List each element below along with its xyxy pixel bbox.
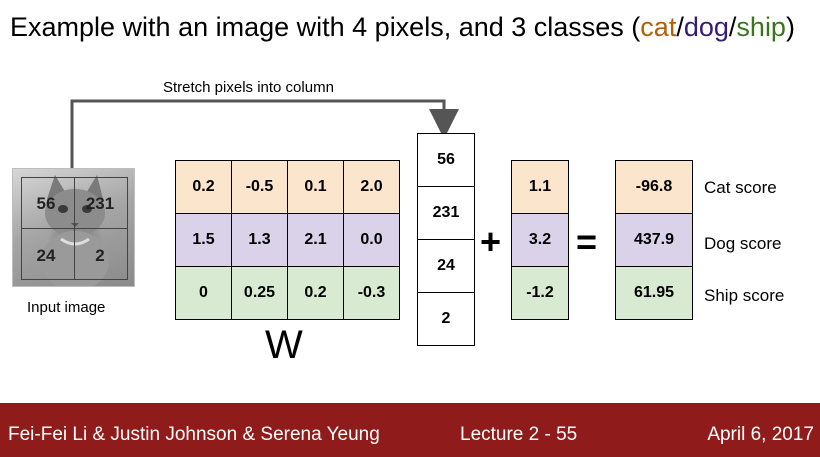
title-prefix: Example with an image with 4 pixels, and… [10, 12, 641, 42]
pixel-grid-horizontal [21, 228, 128, 229]
pixel-value: 2 [95, 246, 105, 265]
cat-score-label: Cat score [704, 178, 777, 197]
slide-footer: Fei-Fei Li & Justin Johnson & Serena Yeu… [0, 403, 820, 457]
pixel-column-cell: 2 [417, 292, 475, 346]
pixel-column-cell: 56 [417, 133, 475, 187]
weight-row-ship: 0 0.25 0.2 -0.3 [175, 266, 400, 320]
score-cell-cat: -96.8 [615, 160, 693, 214]
weight-cell: 0.25 [231, 266, 288, 320]
title-sep-2: / [728, 12, 737, 42]
bias-vector: 1.1 3.2 -1.2 [511, 160, 569, 320]
input-image-label: Input image [27, 299, 106, 316]
ship-score-label: Ship score [704, 286, 785, 305]
plus-sign: + [480, 221, 502, 262]
score-cell-dog: 437.9 [615, 213, 693, 267]
stretch-arrow-path [70, 99, 459, 168]
footer-authors: Fei-Fei Li & Justin Johnson & Serena Yeu… [8, 424, 380, 445]
cat-photo [41, 175, 109, 286]
score-vector: -96.8 437.9 61.95 [615, 160, 693, 320]
bias-cell-ship: -1.2 [511, 266, 569, 320]
pixel-value: 24 [36, 246, 56, 265]
pixel-column-cell: 24 [417, 239, 475, 293]
stretch-label: Stretch pixels into column [163, 79, 334, 96]
weight-cell: 0.2 [287, 266, 344, 320]
weight-cell: 1.3 [231, 213, 288, 267]
weight-matrix: 0.2 -0.5 0.1 2.0 1.5 1.3 2.1 0.0 0 0.25 … [175, 160, 400, 320]
title-ship: ship [736, 12, 786, 42]
footer-date: April 6, 2017 [707, 424, 814, 445]
weight-cell: 1.5 [175, 213, 232, 267]
pixel-column-vector: 56 231 24 2 [417, 133, 475, 346]
equals-sign: = [576, 221, 598, 262]
title-suffix: ) [785, 12, 795, 42]
weight-cell: 2.1 [287, 213, 344, 267]
dog-score-label: Dog score [704, 234, 782, 253]
slide-title: Example with an image with 4 pixels, and… [10, 10, 795, 44]
pixel-value: 56 [36, 194, 56, 213]
weight-cell: 0 [175, 266, 232, 320]
weight-row-dog: 1.5 1.3 2.1 0.0 [175, 213, 400, 267]
footer-lecture: Lecture 2 - 55 [460, 424, 578, 445]
score-cell-ship: 61.95 [615, 266, 693, 320]
pixel-value: 231 [85, 194, 115, 213]
weight-cell: 2.0 [343, 160, 400, 214]
title-dog: dog [683, 12, 729, 42]
weight-cell: -0.3 [343, 266, 400, 320]
input-image: 56 231 24 2 [12, 168, 135, 287]
weight-cell: -0.5 [231, 160, 288, 214]
pixel-column-cell: 231 [417, 186, 475, 240]
bias-cell-cat: 1.1 [511, 160, 569, 214]
weight-row-cat: 0.2 -0.5 0.1 2.0 [175, 160, 400, 214]
title-cat: cat [640, 12, 677, 42]
weight-cell: 0.0 [343, 213, 400, 267]
bias-cell-dog: 3.2 [511, 213, 569, 267]
weights-label: W [265, 323, 303, 367]
weight-cell: 0.2 [175, 160, 232, 214]
title-sep-1: / [676, 12, 684, 42]
weight-cell: 0.1 [287, 160, 344, 214]
